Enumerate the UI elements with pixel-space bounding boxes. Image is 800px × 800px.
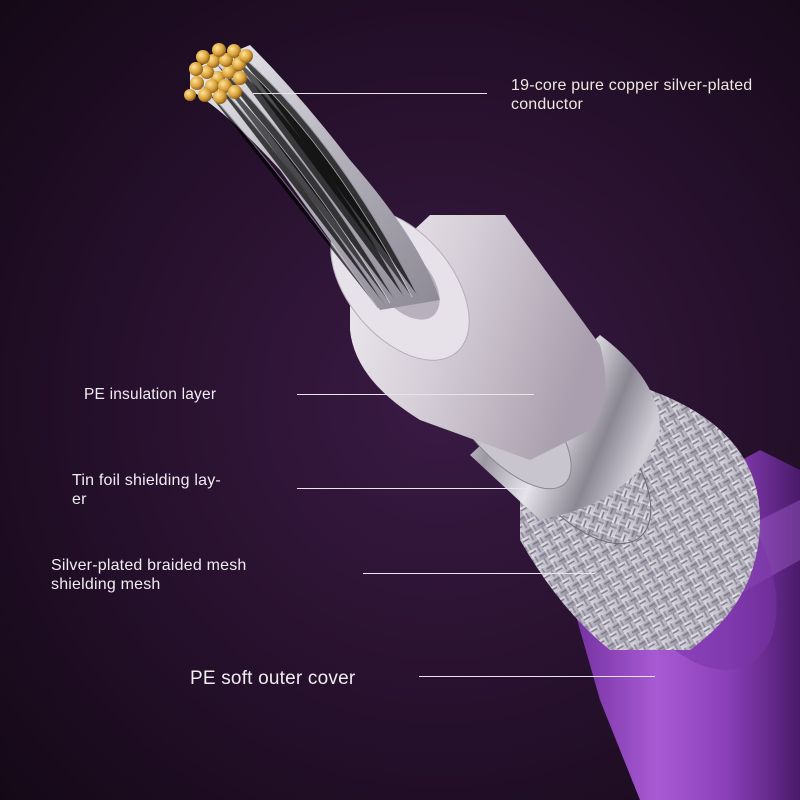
label-outer-cover: PE soft outer cover	[190, 668, 356, 689]
label-insulation: PE insulation layer	[84, 386, 217, 403]
label-conductor: 19-core pure copper silver-plated conduc…	[511, 77, 753, 113]
leader-line-foil	[297, 488, 531, 489]
conductor-strands	[190, 45, 440, 310]
leader-line-braid	[363, 573, 595, 574]
label-braided-mesh: Silver-plated braided mesh shielding mes…	[51, 557, 247, 593]
leader-line-cover	[419, 676, 655, 677]
copper-core-ends	[184, 43, 253, 104]
label-tin-foil: Tin foil shielding lay- er	[72, 472, 221, 508]
leader-line-conductor	[253, 93, 487, 94]
leader-line-insulation	[297, 394, 534, 395]
